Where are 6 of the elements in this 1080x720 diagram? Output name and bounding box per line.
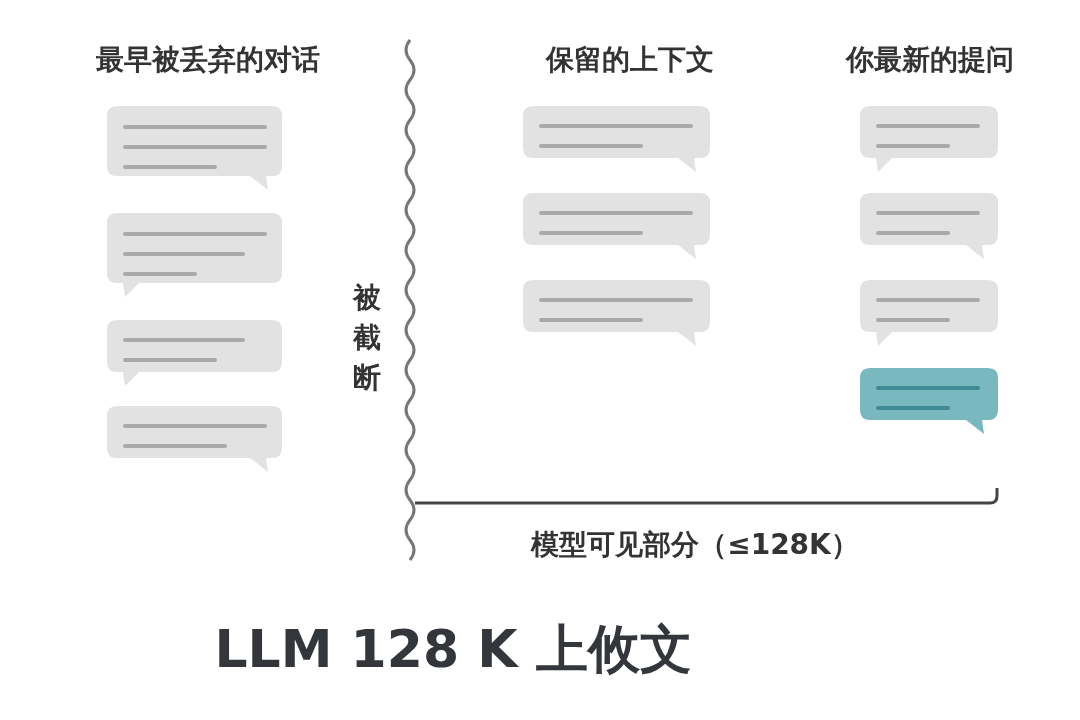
title: LLM 128 K 上攸文 — [214, 618, 692, 681]
truncation-label: 被截断 — [352, 280, 382, 396]
column-heading: 你最新的提问 — [846, 42, 1014, 78]
bracket-label: 模型可见部分（≤128K） — [531, 527, 859, 563]
column-heading: 最早被丢弃的对话 — [96, 42, 320, 78]
column-heading: 保留的上下文 — [546, 42, 714, 78]
